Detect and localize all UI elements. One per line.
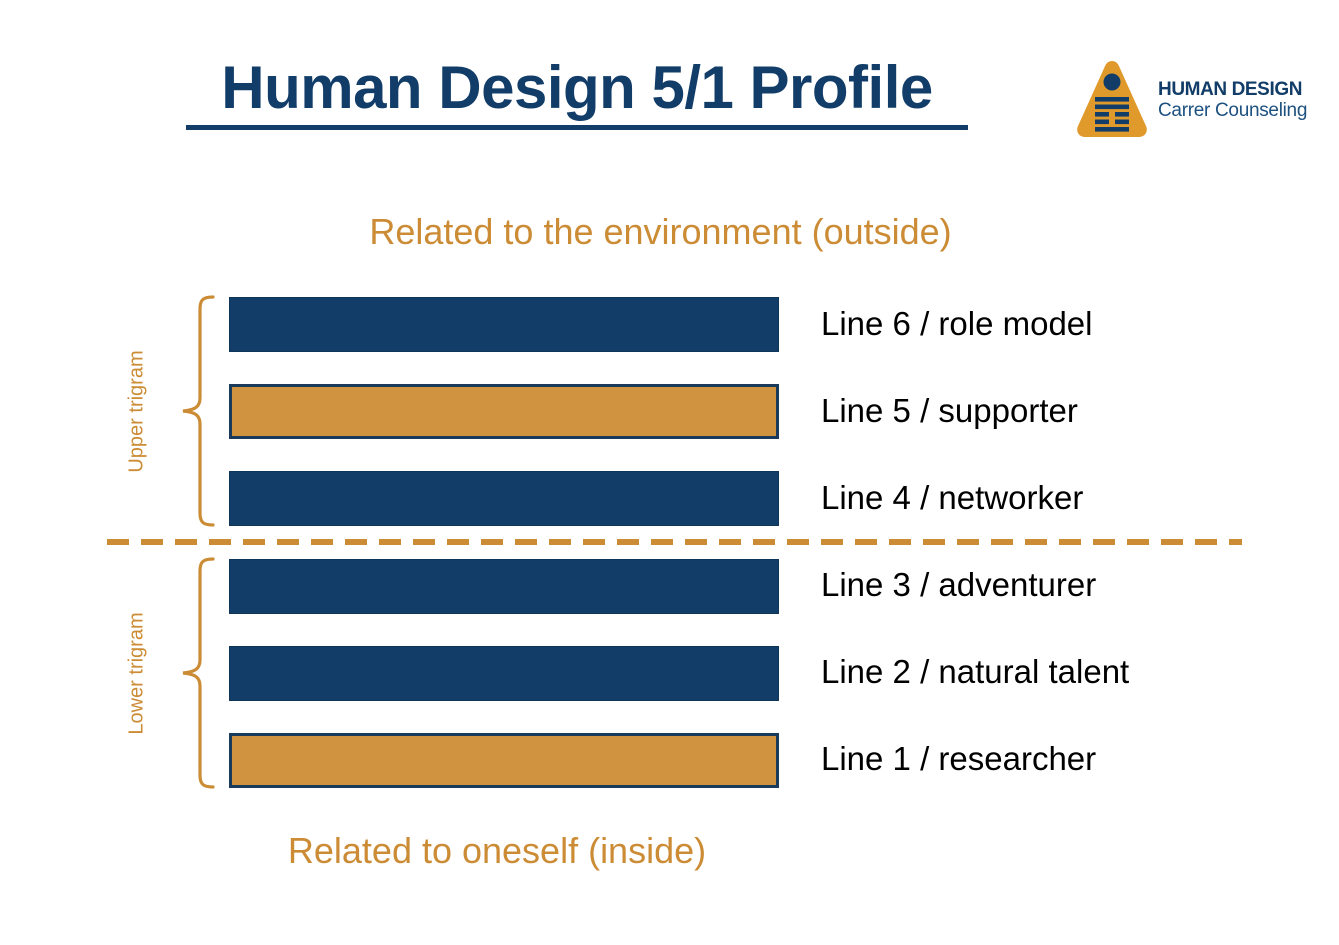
line-bar-4 [229, 471, 779, 526]
lower-trigram-label: Lower trigram [125, 612, 148, 735]
title-block: Human Design 5/1 Profile [186, 58, 968, 130]
line-label-3: Line 3 / adventurer [821, 566, 1097, 603]
caption-outside: Related to the environment (outside) [369, 211, 952, 252]
line-bar-3 [229, 559, 779, 614]
upper-trigram-label: Upper trigram [125, 350, 148, 473]
title-underline [186, 125, 968, 130]
logo-text: HUMAN DESIGN Carrer Counseling [1158, 78, 1307, 121]
trigram-divider [107, 539, 1242, 545]
upper-trigram-brace-icon [182, 295, 215, 527]
line-bar-5 [229, 384, 779, 439]
caption-inside: Related to oneself (inside) [287, 830, 707, 871]
logo-brand-name: HUMAN DESIGN [1158, 79, 1303, 101]
line-label-5: Line 5 / supporter [821, 392, 1078, 429]
line-label-6: Line 6 / role model [821, 305, 1093, 342]
line-bar-2 [229, 646, 779, 701]
line-label-2: Line 2 / natural talent [821, 653, 1130, 690]
line-label-1: Line 1 / researcher [821, 740, 1097, 777]
line-label-4: Line 4 / networker [821, 479, 1084, 516]
logo-tagline: Carrer Counseling [1158, 100, 1308, 121]
lower-trigram-brace-icon [182, 557, 215, 789]
page-title: Human Design 5/1 Profile [221, 54, 933, 121]
line-bar-1 [229, 733, 779, 788]
brand-logo: HUMAN DESIGN Carrer Counseling [1073, 55, 1307, 145]
line-bar-6 [229, 297, 779, 352]
triangle-hexagram-icon [1077, 61, 1147, 137]
